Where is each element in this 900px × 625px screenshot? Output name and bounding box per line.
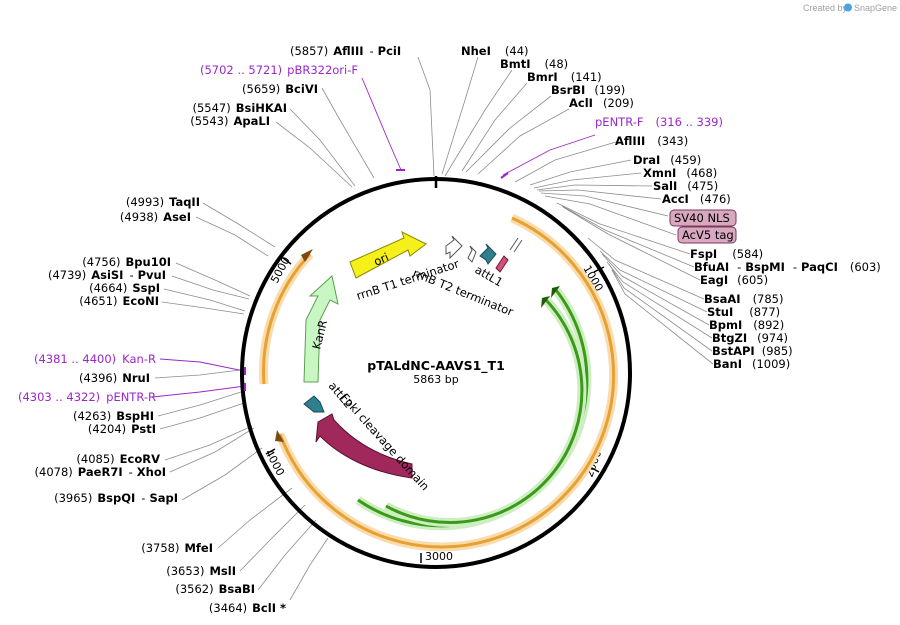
site-label: SalI(475) [653, 179, 718, 193]
attl-marker-2 [513, 239, 523, 253]
primer-label: pENTR-F(316 .. 339) [595, 115, 723, 129]
sv40-nls-label: SV40 NLS [674, 211, 730, 225]
site-label: (4263)BspHI [73, 409, 154, 423]
site-label: EagI(605) [700, 273, 768, 287]
green-tracks [355, 286, 592, 531]
attl2-feature [303, 395, 325, 413]
plasmid-size: 5863 bp [413, 373, 458, 386]
kanr-label: KanR [309, 319, 330, 351]
site-label: (4993)TaqII [126, 195, 200, 209]
kanr-feature [303, 275, 339, 383]
site-label: (4664)SspI [89, 281, 160, 295]
foki-feature [315, 413, 413, 479]
tick-label-3000: 3000 [425, 550, 453, 563]
site-label: (5543)ApaLI [190, 114, 270, 128]
site-label: FspI(584) [690, 247, 763, 261]
attl-marker-1 [509, 237, 519, 251]
plasmid-name: pTALdNC-AAVS1_T1 [367, 358, 505, 374]
site-label: BtgZI(974) [712, 331, 788, 345]
ori-feature [349, 231, 427, 279]
site-label: (3562)BsaBI [175, 582, 255, 596]
site-label: (5659)BciVI [242, 82, 318, 96]
primer-label: (5702 .. 5721)pBR322ori-F [200, 63, 358, 77]
credit-text: Created by [803, 3, 848, 13]
snapgene-logo-icon [844, 3, 852, 12]
site-label: (3464)BclI * [209, 601, 286, 615]
ori-label: ori [372, 250, 391, 269]
primer-label: (4303 .. 4322)pENTR-R [18, 390, 156, 404]
site-label: (4938)AseI [120, 210, 191, 224]
site-label: BpmI(892) [709, 318, 784, 332]
leader-lines [151, 56, 714, 601]
site-label: NheI(44) [461, 44, 529, 58]
site-label: (4078)PaeR7I-XhoI [35, 465, 166, 479]
site-label: BsaAI(785) [704, 292, 784, 306]
rrnb-t2-arrow [467, 245, 477, 263]
small-pink-feature [495, 255, 509, 273]
site-label: XmnI(468) [643, 166, 717, 180]
site-label: BsrBI(199) [551, 83, 625, 97]
rrnb-t1-arrow [445, 235, 463, 260]
credit-brand: SnapGene [854, 3, 897, 13]
site-label: (5547)BsiHKAI [192, 101, 287, 115]
site-label: BanI(1009) [713, 357, 790, 371]
primer-label: (4381 .. 4400)Kan-R [34, 352, 156, 366]
site-label: AflIII(343) [615, 134, 688, 148]
site-label: AccI(476) [662, 192, 731, 206]
sv40-nls-box [669, 209, 737, 227]
acv5-tag-label: AcV5 tag [682, 228, 734, 242]
site-label: (4085)EcoRV [76, 452, 160, 466]
site-label: (5857)AflIII-PciI [290, 44, 401, 58]
site-label: (3758)MfeI [141, 541, 213, 555]
site-label: BfuAI-BspMI-PaqCI(603) [694, 260, 881, 274]
site-label: BmtI(48) [500, 57, 568, 71]
primer-markers [244, 169, 509, 391]
site-label: (3653)MslI [166, 564, 236, 578]
site-label: (4739)AsiSI-PvuI [48, 268, 166, 282]
site-label: (4204)PstI [88, 422, 156, 436]
site-label: BmrI(141) [527, 70, 602, 84]
site-label: StuI(877) [707, 305, 780, 319]
site-label: AclI(209) [569, 96, 634, 110]
site-label: (4396)NruI [79, 371, 150, 385]
site-label: (3965)BspQI-SapI [54, 491, 178, 505]
attl1-feature [479, 243, 497, 265]
site-label: DraI(459) [633, 153, 701, 167]
orange-track [259, 213, 619, 552]
site-label: BstAPI(985) [712, 344, 793, 358]
site-label: (4756)Bpu10I [82, 255, 171, 269]
site-label: (4651)EcoNI [79, 294, 159, 308]
acv5-tag-box [677, 226, 737, 244]
